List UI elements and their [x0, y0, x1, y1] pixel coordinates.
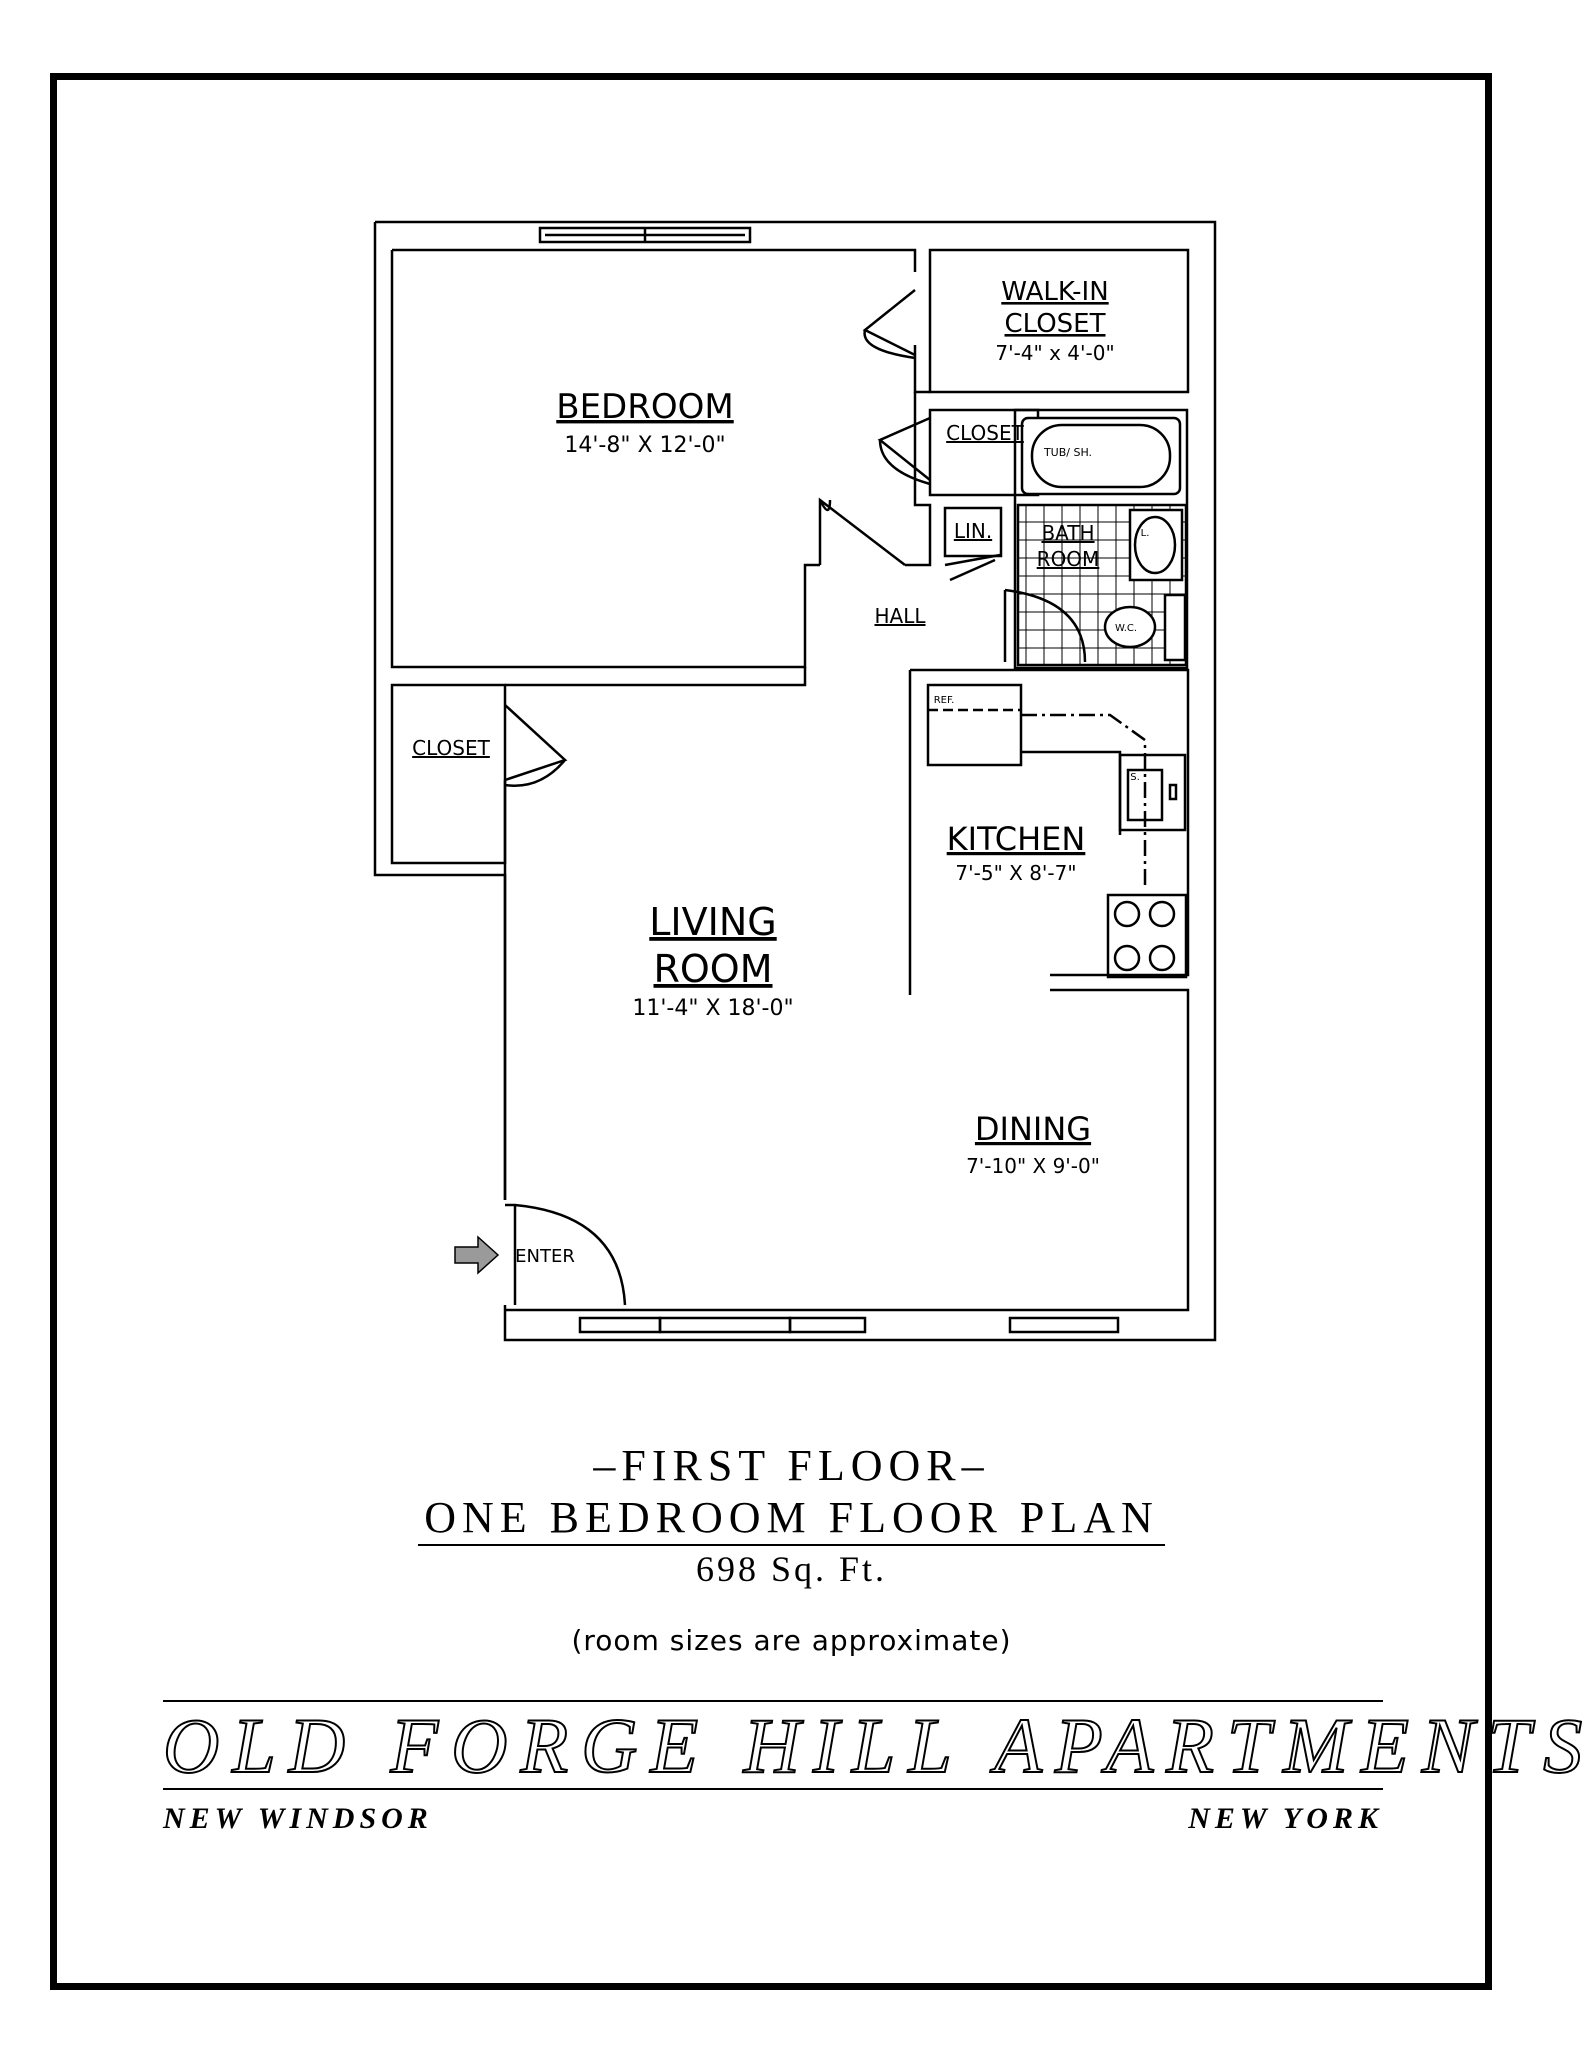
- window-bottom-3: [788, 1316, 867, 1334]
- kitchen-label: KITCHEN: [947, 820, 1086, 858]
- brand-rule-bottom: [163, 1788, 1383, 1790]
- kitchen-wall: [505, 668, 1190, 1312]
- brand-name: OLD FORGE HILL APARTMENTS: [162, 1702, 1583, 1789]
- walkin-size: 7'-4" x 4'-0": [995, 341, 1114, 365]
- window-bottom-1: [578, 1316, 662, 1334]
- window-bottom-2: [658, 1316, 792, 1334]
- entry-door: [505, 1203, 627, 1306]
- enter-label: ENTER: [515, 1246, 575, 1267]
- bedroom-size: 14'-8" X 12'-0": [564, 433, 725, 458]
- brand-city: NEW WINDSOR: [163, 1802, 433, 1835]
- bath-label-2: ROOM: [1037, 547, 1100, 571]
- dining-label: DINING: [975, 1110, 1091, 1148]
- linen-label: LIN.: [954, 519, 992, 543]
- size-note: (room sizes are approximate): [571, 1624, 1012, 1657]
- linen-closet-wall: [943, 506, 1003, 558]
- linen-door: [944, 553, 1001, 582]
- bedroom-label: BEDROOM: [556, 387, 733, 427]
- kitchen-size: 7'-5" X 8'-7": [955, 861, 1076, 885]
- bath-label-1: BATH: [1041, 521, 1094, 545]
- inner-wall: [390, 248, 917, 669]
- window-bottom-4: [1008, 1316, 1120, 1334]
- left-closet-label: CLOSET: [412, 736, 490, 760]
- refrigerator: [926, 683, 1023, 767]
- square-footage: 698 Sq. Ft.: [695, 1549, 888, 1589]
- dining-size: 7'-10" X 9'-0": [966, 1154, 1100, 1178]
- lav-label: L.: [1141, 528, 1150, 539]
- living-size: 11'-4" X 18'-0": [632, 996, 793, 1021]
- hall-label: HALL: [874, 604, 926, 628]
- sink-label: S.: [1130, 772, 1140, 783]
- brand-location: NEW WINDSOR NEW YORK: [163, 1802, 1383, 1836]
- living-label-1: LIVING: [649, 900, 776, 944]
- tub-label: TUB/ SH.: [1043, 446, 1092, 459]
- left-closet-wall: [390, 683, 507, 865]
- walkin-label-1: WALK-IN: [1001, 277, 1108, 307]
- brand-block: OLD FORGE HILL APARTMENTS NEW WINDSOR NE…: [162, 1700, 1583, 1836]
- toilet-tank: [1163, 593, 1187, 662]
- plan-caption: –FIRST FLOOR– ONE BEDROOM FLOOR PLAN 698…: [0, 1440, 1583, 1657]
- bath-door: [1003, 588, 1087, 663]
- kitchen-sink: [1118, 753, 1187, 832]
- enter-arrow-icon: [454, 1235, 500, 1275]
- left-closet-door: [504, 704, 568, 787]
- walkin-label-2: CLOSET: [1005, 309, 1106, 339]
- page-border: [50, 73, 1492, 1990]
- stove: [1106, 893, 1188, 979]
- upper-closet-door: [877, 416, 931, 481]
- brand-rule-top: [163, 1700, 1383, 1702]
- living-label-2: ROOM: [653, 947, 772, 991]
- wc-label: W.C.: [1115, 623, 1137, 634]
- floor-title: –FIRST FLOOR–: [593, 1441, 990, 1490]
- ref-label: REF.: [934, 695, 955, 706]
- plan-title: ONE BEDROOM FLOOR PLAN: [418, 1492, 1165, 1546]
- brand-state: NEW YORK: [1188, 1802, 1383, 1835]
- upper-closet-label: CLOSET: [946, 421, 1024, 445]
- toilet-bowl: [1103, 605, 1157, 649]
- counter-line: [1021, 713, 1147, 885]
- bedroom-door: [818, 497, 906, 566]
- walkin-closet-wall: [928, 248, 1190, 394]
